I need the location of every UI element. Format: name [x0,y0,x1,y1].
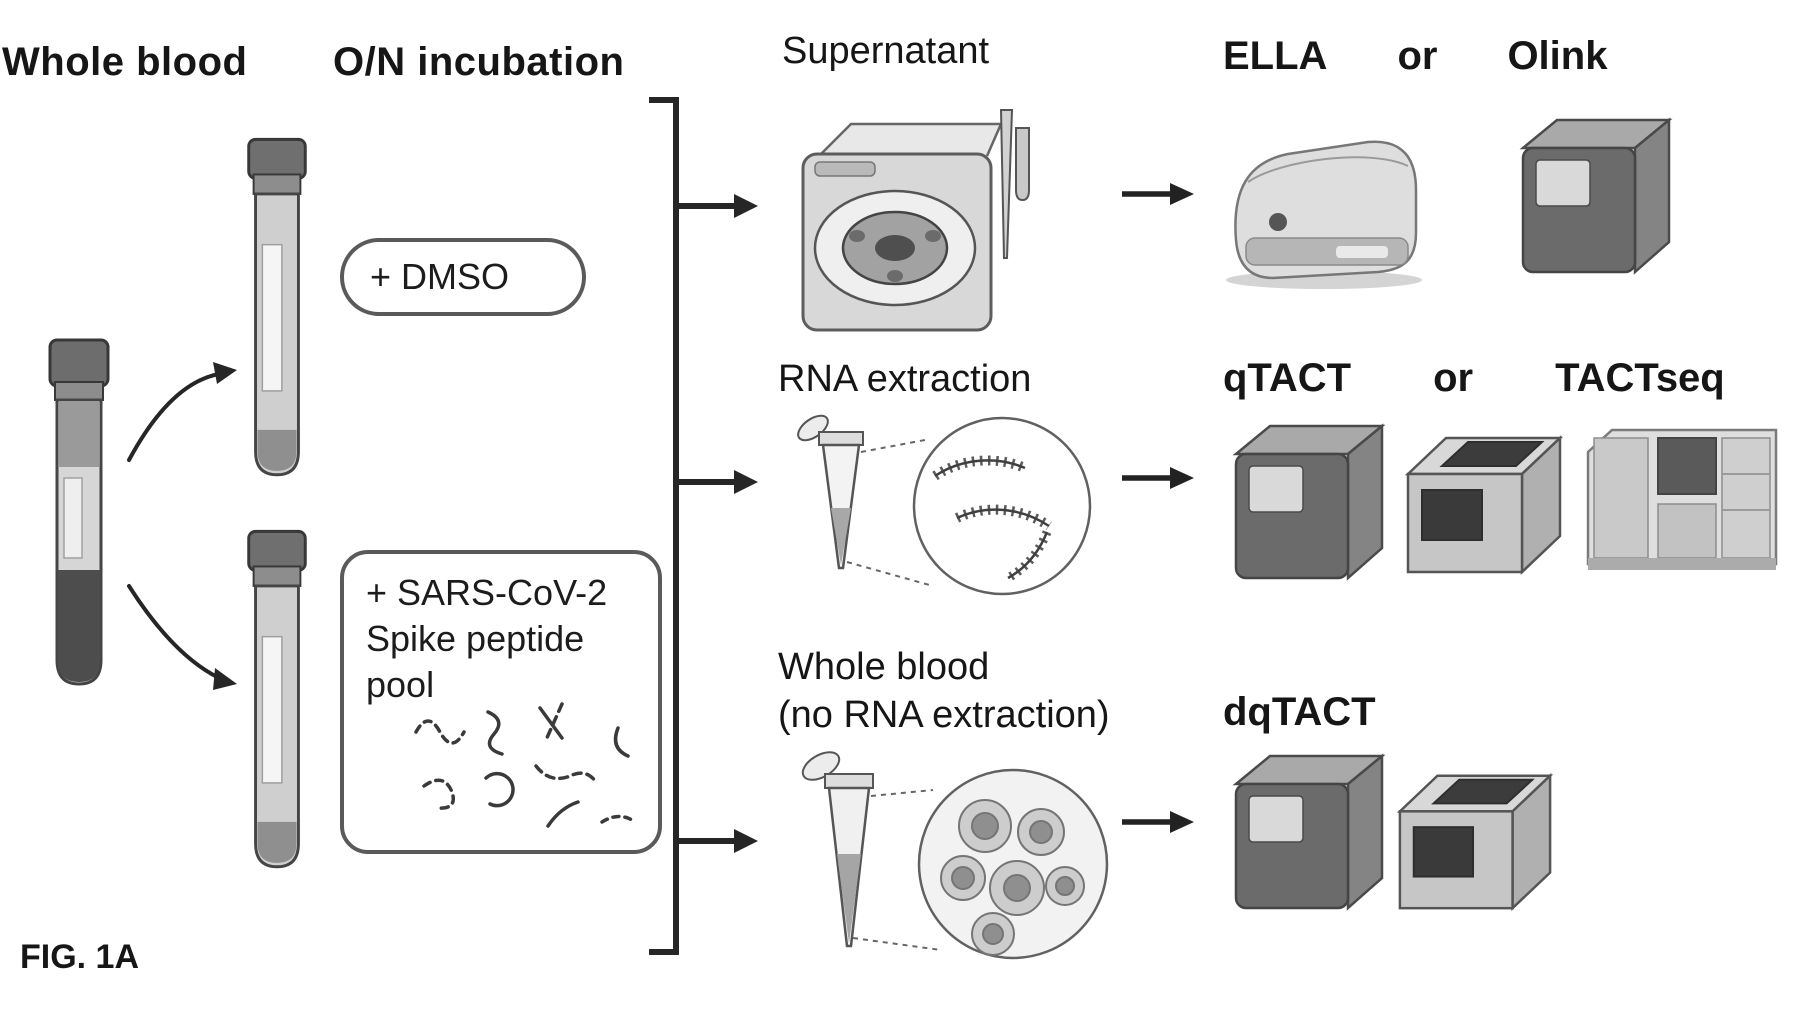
peptide-squiggles-icon [414,702,634,828]
split-arrows-icon [127,362,237,690]
whole-blood-cells-icon [801,751,1109,960]
whole-blood-direct-line2: (no RNA extraction) [778,693,1110,736]
dqtact-instrument-icon [1232,753,1386,911]
dqtact-label: dqTACT [1223,690,1376,734]
incubation-tube-bottom-icon [247,529,307,869]
olink-instrument-icon [1519,117,1673,275]
tactseq-instrument-icon [1586,428,1778,570]
ella-label: ELLA [1223,34,1328,78]
dmso-box: + DMSO [340,238,586,316]
tactseq-label: TACTseq [1555,356,1725,400]
branch-bracket [649,97,758,955]
qtact-thermocycler-icon [1404,435,1564,575]
rna-extraction-label: RNA extraction [778,358,1032,400]
dmso-label: + DMSO [370,255,510,297]
whole-blood-direct-label: Whole blood (no RNA extraction) [778,644,1110,739]
rna-tube-icon [797,414,1092,596]
spike-label-line3: pool [366,664,435,706]
supernatant-label: Supernatant [782,30,990,72]
incubation-header: O/N incubation [333,40,625,84]
arrow-whole-blood-icon [1122,811,1194,833]
arrow-rna-icon [1122,467,1194,489]
supernatant-assays-row: ELLA or Olink [1223,34,1607,79]
centrifuge-icon [801,109,1030,332]
spike-label-line2: Spike peptide [366,618,585,660]
spike-label-line1: + SARS-CoV-2 [366,572,608,613]
dqtact-thermocycler-icon [1396,772,1554,912]
qtact-instrument-icon [1232,423,1386,581]
qtact-label: qTACT [1223,356,1352,400]
ella-instrument-icon [1226,140,1422,289]
figure-label: FIG. 1A [20,938,140,976]
olink-label: Olink [1507,34,1608,78]
rna-assays-row: qTACT or TACTseq [1223,356,1725,401]
spike-peptide-box: + SARS-CoV-2 Spike peptide pool [340,550,662,854]
arrow-supernatant-icon [1122,183,1194,205]
whole-blood-tube-icon [48,338,110,686]
incubation-tube-top-icon [247,137,307,477]
whole-blood-header: Whole blood [2,40,248,84]
supernatant-or-label: or [1397,34,1438,78]
whole-blood-direct-line1: Whole blood [778,646,990,688]
rna-or-label: or [1433,356,1474,400]
